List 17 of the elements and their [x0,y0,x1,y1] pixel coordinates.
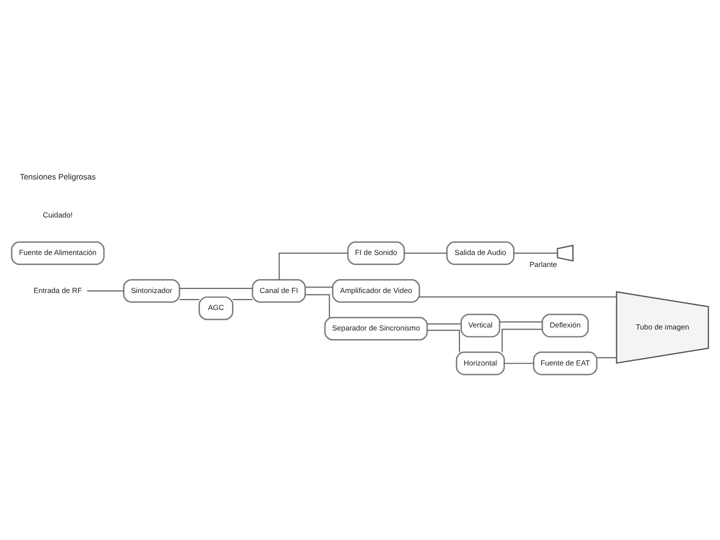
connector [87,290,124,291]
connector [232,298,252,300]
connector [179,298,200,300]
connector [500,320,542,322]
connector [404,252,447,254]
connector [504,362,534,364]
connector [419,296,616,298]
connector [514,252,558,254]
node-speaker [556,244,574,262]
connector [180,287,252,289]
connector [427,322,462,324]
connector [305,294,330,318]
connector [597,356,616,358]
connector [305,286,333,288]
connector [427,329,460,352]
connector [502,328,542,352]
connector [278,252,348,280]
